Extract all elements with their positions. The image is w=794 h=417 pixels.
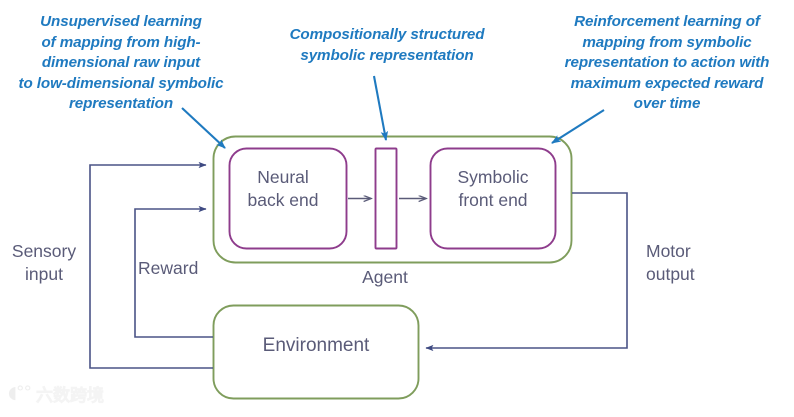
environment-box (212, 304, 420, 400)
neural-back-end-box (228, 147, 348, 250)
reward-flow (134, 205, 213, 338)
neural-back-end-label: Neural back end (247, 167, 319, 210)
agent-label: Agent (362, 267, 408, 287)
sensory-input-flow (89, 161, 213, 369)
environment-label: Environment (262, 335, 370, 356)
symbolic-front-end-label: Symbolic front end (457, 167, 529, 210)
symbolic-front-end-box (429, 147, 557, 250)
unsupervised-callout-arrow (181, 107, 226, 149)
motor-output-label: Motor output (646, 241, 695, 284)
reinforcement-learning-annotation: Reinforcement learning of mapping from s… (564, 13, 770, 112)
sensory-input-label: Sensory input (11, 241, 77, 284)
reward-label: Reward (138, 258, 199, 278)
unsupervised-learning-annotation: Unsupervised learning of mapping from hi… (18, 13, 224, 112)
reinforcement-callout-arrow (551, 109, 605, 144)
compositional-annotation: Compositionally structured symbolic repr… (289, 26, 485, 64)
compositional-callout-arrow (372, 75, 389, 141)
motor-output-flow (425, 192, 628, 352)
symbolic-representation-bar (374, 147, 398, 250)
